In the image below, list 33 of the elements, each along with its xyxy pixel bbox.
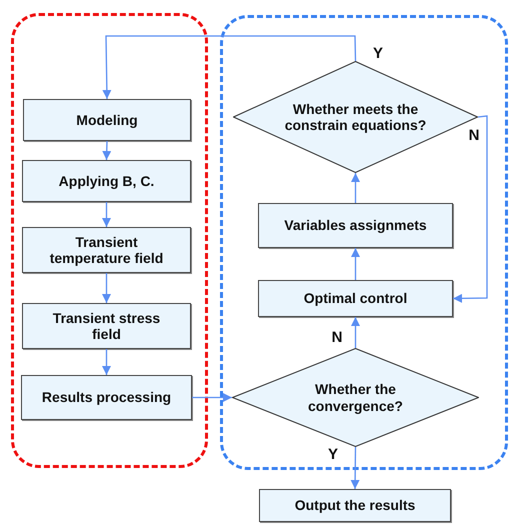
process-box (22, 160, 191, 202)
process-box (21, 375, 192, 420)
arrow (102, 140, 112, 160)
arrow (102, 35, 356, 100)
node-text: Modeling (75, 112, 139, 128)
process-box (23, 99, 191, 141)
node-text: Output the results (294, 497, 416, 514)
node-text: Whether meets the constrain equations? (284, 100, 428, 134)
arrow (102, 349, 111, 375)
process-box (258, 280, 453, 317)
decision-diamond (233, 61, 478, 173)
dashed-group-frame (220, 15, 508, 470)
node-text: Optimal control (302, 290, 408, 307)
arrow (351, 248, 360, 280)
process-box (22, 227, 191, 273)
node-text: Whether the convergence? (307, 381, 404, 414)
node-text: Applying B, C. (58, 172, 156, 190)
node-text: Variables assignmets (283, 217, 428, 234)
node-text: Transient stress field (52, 310, 162, 342)
process-box (258, 203, 453, 248)
arrow (102, 273, 111, 303)
node-text: Results processing (40, 389, 172, 406)
dashed-group-frame (11, 13, 208, 468)
arrow (350, 447, 360, 489)
arrow (453, 115, 488, 303)
node-text: Transient temperature field (48, 234, 164, 266)
arrow (102, 202, 111, 227)
process-box (259, 489, 451, 522)
arrow (192, 393, 232, 402)
process-box (22, 303, 191, 349)
arrow (351, 317, 360, 348)
decision-diamond (232, 348, 479, 447)
arrow (351, 173, 360, 203)
